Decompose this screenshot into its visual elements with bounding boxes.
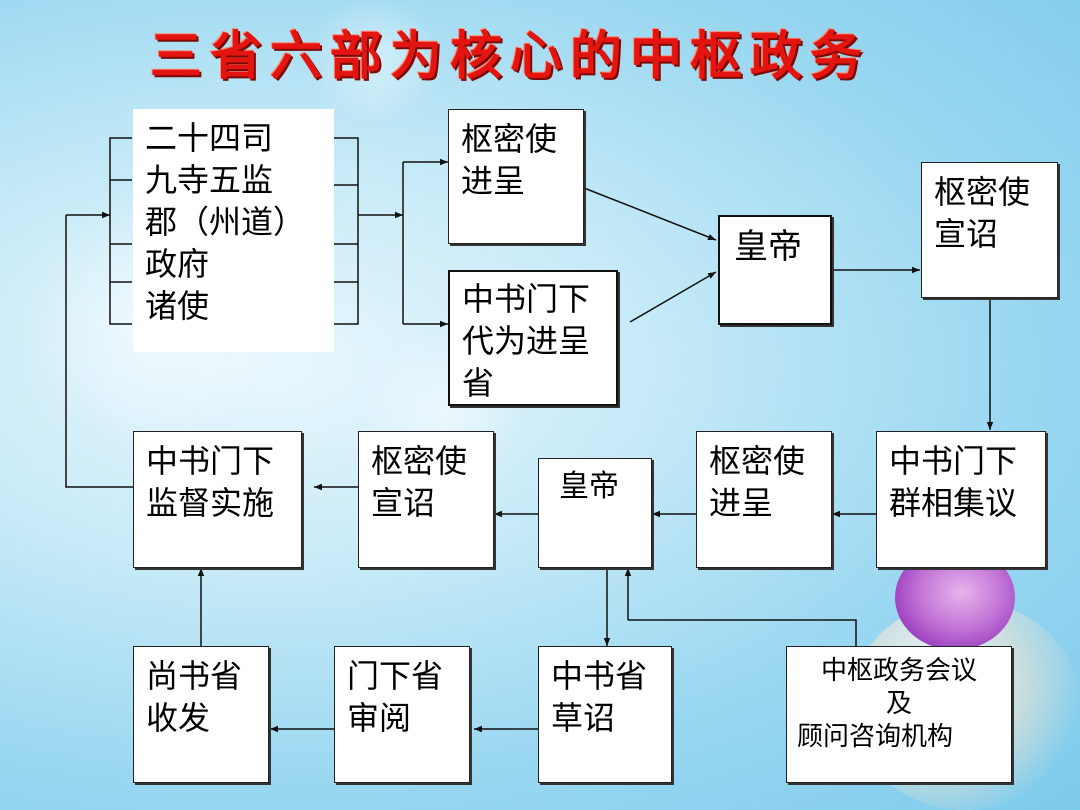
- box-label: 顾问咨询机构: [797, 722, 954, 752]
- box-shangshu-shoufa: 尚书省 收发: [133, 646, 269, 783]
- box-label: 监督实施: [146, 484, 275, 522]
- box-label: 皇帝: [734, 227, 802, 267]
- page-title: 三省六部为核心的中枢政务: [149, 26, 870, 87]
- box-label: 草诏: [551, 699, 616, 737]
- agency-label: 二十四司: [145, 119, 274, 157]
- box-label: 群相集议: [889, 484, 1018, 522]
- box-label: 中书门下: [889, 442, 1018, 480]
- box-label: 省: [462, 364, 495, 402]
- box-label: 中书省: [551, 657, 648, 695]
- box-emperor-top: 皇帝: [718, 215, 832, 325]
- box-label: 进呈: [709, 484, 774, 522]
- box-shumi-jincheng-mid: 枢密使 进呈: [696, 431, 832, 568]
- council-to-emperor-line: [628, 619, 857, 646]
- box-label: 审阅: [347, 699, 412, 737]
- agency-bracket-left: [109, 137, 132, 325]
- agency-bracket-right: [334, 137, 359, 325]
- box-label: 皇帝: [559, 469, 619, 504]
- box-label: 门下省: [347, 657, 444, 695]
- box-zhongshu-menxia-daiwei: 中书门下 代为进呈 省: [448, 270, 618, 406]
- agency-label: 诸使: [145, 287, 210, 325]
- agency-label: 郡（州道）: [145, 203, 306, 241]
- box-zhongshu-menxia-jiandu: 中书门下 监督实施: [133, 431, 302, 568]
- box-zhongshu-caozhao: 中书省 草诏: [538, 646, 672, 783]
- box-label: 代为进呈: [462, 322, 591, 360]
- box-emperor-mid: 皇帝: [538, 458, 652, 568]
- box-label: 宣诏: [371, 484, 436, 522]
- box-label: 宣诏: [934, 215, 999, 253]
- box-agencies: 二十四司 九寺五监 郡（州道） 政府 诸使: [133, 109, 334, 352]
- box-shumi-xuanzhao-right: 枢密使 宣诏: [921, 162, 1058, 298]
- box-label: 枢密使: [709, 442, 806, 480]
- feedback-loop-line: [65, 215, 133, 488]
- box-label: 尚书省: [146, 657, 243, 695]
- box-label: 及: [885, 689, 912, 719]
- arrow-zhongshu-to-emperor: [629, 271, 717, 323]
- box-label: 枢密使: [461, 120, 558, 158]
- box-label: 进呈: [461, 162, 526, 200]
- box-label: 收发: [146, 699, 211, 737]
- box-label: 中书门下: [462, 280, 591, 318]
- box-label: 中书门下: [146, 442, 275, 480]
- box-label: 枢密使: [934, 173, 1031, 211]
- agency-label: 九寺五监: [145, 161, 274, 199]
- box-council: 中枢政务会议 及 顾问咨询机构: [786, 646, 1012, 783]
- box-shumi-jincheng-top: 枢密使 进呈: [448, 109, 584, 244]
- box-shumi-xuanzhao-mid: 枢密使 宣诏: [358, 431, 494, 568]
- box-menxia-shenyue: 门下省 审阅: [334, 646, 470, 783]
- box-label: 枢密使: [371, 442, 468, 480]
- box-zhongshu-menxia-qunxiang: 中书门下 群相集议: [876, 431, 1046, 568]
- arrow-shumi-to-emperor: [583, 187, 717, 241]
- agency-label: 政府: [145, 245, 210, 283]
- box-label: 中枢政务会议: [820, 656, 977, 686]
